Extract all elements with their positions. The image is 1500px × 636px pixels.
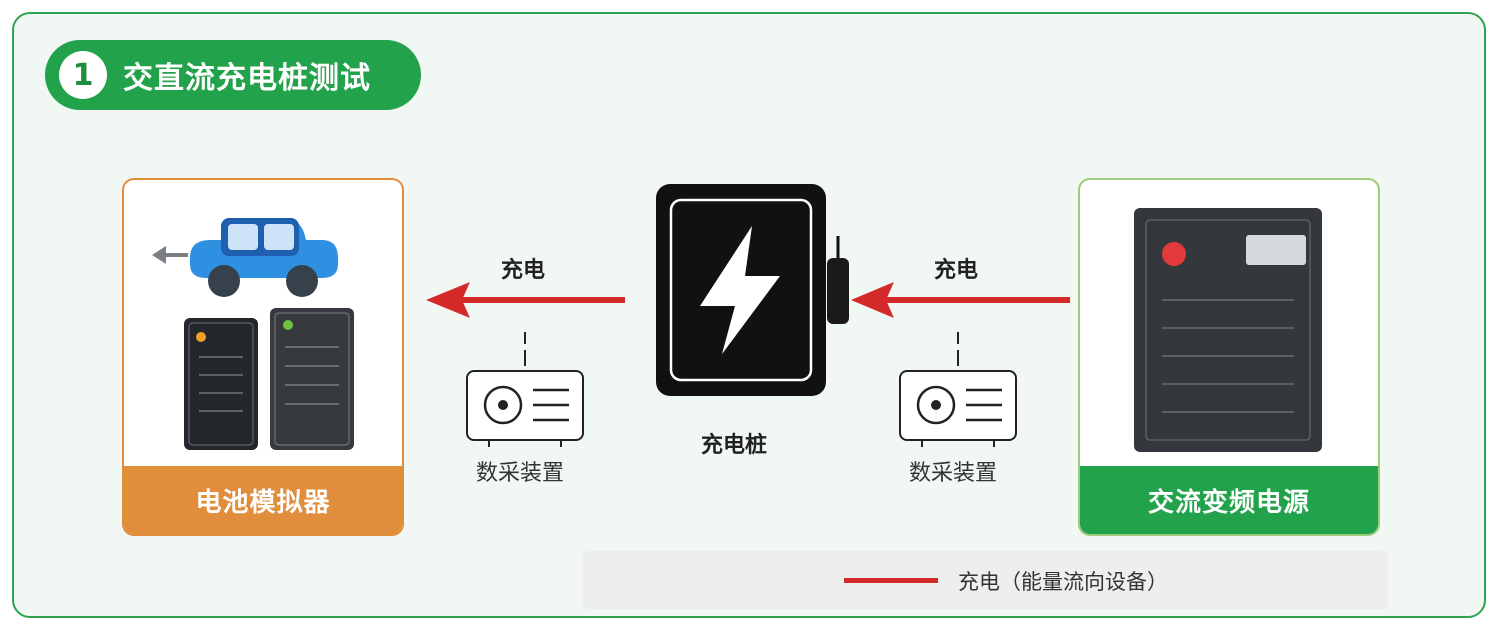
battery-module-icon — [270, 308, 354, 450]
daq-label-right: 数采装置 — [909, 461, 998, 486]
data-acquisition-icon — [899, 332, 1017, 447]
ac-power-supply-label: 交流变频电源 — [1080, 466, 1378, 534]
legend-line-swatch — [844, 578, 938, 583]
flow-arrow-right — [851, 282, 1070, 318]
battery-simulator-label: 电池模拟器 — [124, 466, 402, 534]
section-number-badge: 1 — [59, 51, 107, 99]
lightning-bolt-icon — [700, 226, 780, 354]
flow-label-right: 充电 — [934, 258, 979, 283]
section-title-pill: 1 交直流充电桩测试 — [45, 40, 421, 110]
section-title: 交直流充电桩测试 — [123, 61, 371, 96]
legend-text: 充电（能量流向设备） — [958, 570, 1168, 594]
flow-label-left: 充电 — [501, 258, 546, 283]
data-acquisition-icon — [466, 332, 584, 447]
charging-pile-label: 充电桩 — [701, 433, 768, 458]
battery-module-icon — [184, 318, 258, 450]
charging-pile-icon — [656, 184, 849, 396]
electric-car-icon — [152, 218, 338, 297]
ac-power-supply-icon — [1134, 208, 1322, 452]
flow-arrow-left — [426, 282, 625, 318]
legend: 充电（能量流向设备） — [582, 551, 1388, 609]
daq-label-left: 数采装置 — [476, 461, 565, 486]
